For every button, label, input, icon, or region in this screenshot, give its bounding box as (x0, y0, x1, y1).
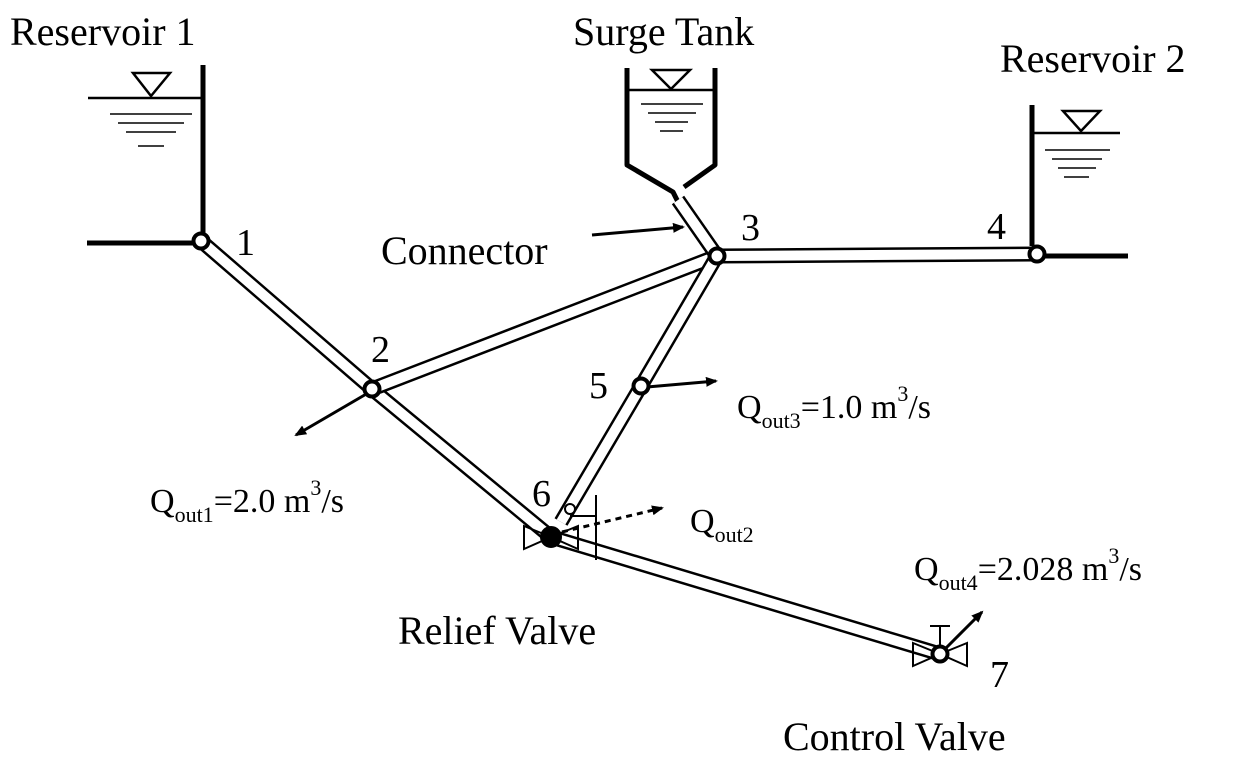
pipe-3-4 (716, 246, 1038, 264)
node-1-marker (191, 231, 211, 251)
qout4-label: Qout4=2.028 m3/s (914, 543, 1142, 595)
connector-arrow (591, 222, 685, 237)
node-4-label: 4 (987, 206, 1006, 248)
node-7-marker (930, 644, 950, 664)
connector-pipe (671, 195, 724, 261)
control-valve (912, 625, 968, 668)
pipe-6-7 (548, 529, 943, 662)
reservoir-2-label: Reservoir 2 (1000, 36, 1186, 81)
qout3-label: Qout3=1.0 m3/s (737, 381, 931, 433)
pipe-2-6 (367, 383, 556, 543)
qout1-label: Qout1=2.0 m3/s (150, 475, 344, 527)
qout4-arrow (941, 610, 984, 653)
node-7-label: 7 (990, 654, 1009, 696)
node-3-label: 3 (741, 207, 760, 249)
qout2-label: Qout2 (690, 503, 754, 547)
node-6-label: 6 (532, 473, 551, 515)
surge-tank (624, 68, 718, 212)
pipe-3-5 (634, 252, 724, 390)
pipe-5-6 (554, 382, 648, 526)
reservoir-1 (87, 65, 206, 246)
qout1-arrow (294, 391, 369, 437)
node-2-label: 2 (371, 329, 390, 371)
node-markers (191, 231, 1047, 664)
reservoir-1-label: Reservoir 1 (10, 9, 196, 54)
node-5-label: 5 (589, 365, 608, 407)
node-2-marker (362, 379, 382, 399)
relief-valve-label: Relief Valve (398, 608, 596, 653)
qout3-arrow (646, 376, 718, 389)
pipes (196, 195, 1038, 662)
qout2-arrow (561, 505, 664, 534)
surge-tank-label: Surge Tank (573, 9, 754, 54)
pipe-1-2 (196, 235, 377, 395)
reservoir-2 (1029, 105, 1128, 259)
node-5-marker (631, 376, 651, 396)
control-valve-label: Control Valve (783, 714, 1006, 759)
connector-label: Connector (381, 228, 548, 273)
pipe-2-3 (369, 249, 720, 396)
node-1-label: 1 (236, 222, 255, 264)
node-4-marker (1027, 244, 1047, 264)
node-6-marker (540, 526, 562, 548)
node-3-marker (707, 246, 727, 266)
